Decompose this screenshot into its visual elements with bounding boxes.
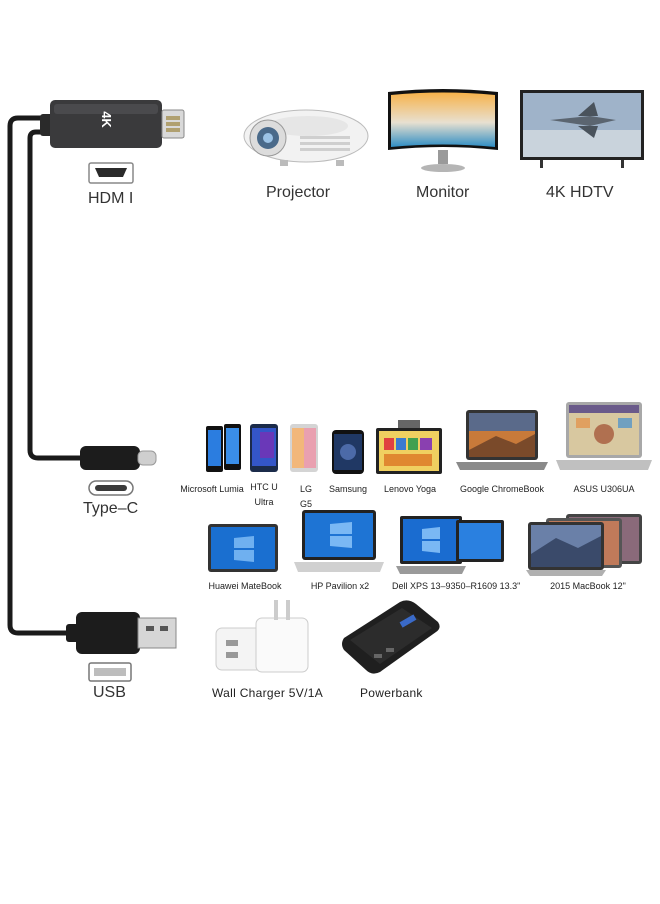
typec-connector	[80, 442, 162, 474]
display-label-projector: Projector	[266, 184, 331, 201]
device-label-lumia: Microsoft Lumia	[180, 484, 244, 494]
usb-port-icon	[88, 662, 132, 682]
htc-phone-icon	[250, 424, 282, 474]
wall-charger-icon	[212, 596, 316, 676]
hdmi-port-icon	[88, 162, 134, 184]
lumia-phone-icon	[206, 424, 242, 474]
usb-port-label: USB	[93, 684, 126, 701]
hp-laptop-icon	[294, 510, 384, 578]
asus-laptop-icon	[556, 402, 652, 478]
hdmi-badge: 4K	[98, 111, 114, 128]
hdmi-connector: 4K	[40, 98, 190, 152]
typec-port-icon	[88, 480, 134, 496]
device-label-hp: HP Pavilion x2	[310, 581, 370, 591]
device-label-htc: HTC U Ultra	[250, 482, 278, 507]
power-label-powerbank: Powerbank	[360, 686, 423, 700]
display-label-monitor: Monitor	[416, 184, 470, 201]
device-label-lg: LG G5	[299, 484, 312, 509]
typec-port-label: Type–C	[83, 500, 139, 517]
device-label-matebook: Huawei MateBook	[208, 581, 282, 591]
monitor-icon	[386, 88, 500, 176]
power-label-wall-charger: Wall Charger 5V/1A	[212, 686, 323, 700]
tv-icon	[520, 90, 644, 170]
samsung-phone-icon	[332, 430, 366, 476]
projector-icon	[240, 100, 370, 170]
powerbank-icon	[340, 598, 442, 678]
device-label-samsung: Samsung	[328, 484, 368, 494]
usb-connector	[66, 610, 178, 656]
matebook-tablet-icon	[208, 524, 280, 576]
device-label-dell: Dell XPS 13–9350–R1609 13.3"	[392, 581, 521, 591]
lenovo-tablet-icon	[376, 420, 442, 476]
device-label-chromebook: Google ChromeBook	[459, 484, 545, 494]
device-label-asus: ASUS U306UA	[573, 484, 635, 494]
hdmi-port-label: HDM I	[88, 190, 134, 207]
display-label-tv: 4K HDTV	[546, 184, 614, 201]
dell-laptop-icon	[396, 516, 508, 578]
device-label-macbook: 2015 MacBook 12"	[550, 581, 626, 591]
lg-phone-icon	[290, 424, 322, 474]
device-label-lenovo: Lenovo Yoga	[383, 484, 437, 494]
macbook-laptop-icon	[526, 514, 648, 578]
chromebook-laptop-icon	[456, 410, 548, 474]
